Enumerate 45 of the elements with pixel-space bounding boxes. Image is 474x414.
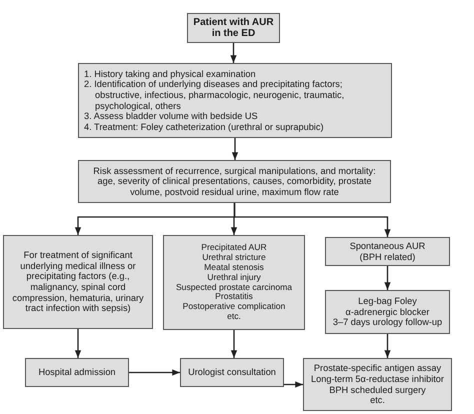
box-text: etc.: [227, 312, 241, 322]
box-text: Postoperative complication: [182, 302, 286, 312]
box-text: Prostatitis: [215, 292, 253, 302]
process-box: [78, 160, 391, 203]
box-text: Urethral injury: [207, 272, 261, 282]
arrow: [129, 369, 180, 376]
process-box: [25, 358, 129, 387]
arrow: [232, 138, 238, 160]
box-text: Leg-bag Foley: [358, 296, 417, 307]
box-text: Prostate-specific antigen assay: [314, 363, 442, 374]
box-text: For treatment of significant underlying medical illness or precipitating factors (e.g., malignancy, spinal cord compression, hematuria, urinary tract infection with sepsis): [11, 250, 145, 314]
process-box: [325, 290, 450, 334]
box-text: 2. Identification of underlying diseases and precipitating factors; obstructive, infectious, pharmacologic, neurogenic, traumatic, psychological, others: [84, 79, 346, 112]
arrow: [384, 266, 391, 290]
box-text: Suspected prostate carcinoma: [176, 282, 292, 292]
arrow: [230, 330, 238, 358]
arrow: [234, 203, 391, 237]
process-box: [325, 237, 450, 266]
box-text: Hospital admission: [38, 367, 116, 378]
arrow: [284, 381, 303, 388]
arrow: [384, 334, 391, 358]
process-box: [78, 63, 392, 138]
box-text: BPH scheduled surgery: [329, 384, 426, 396]
process-box: [187, 13, 280, 43]
box-text: (BPH related): [360, 252, 416, 262]
box-text: Urethral stricture: [202, 252, 266, 263]
box-text: 1. History taking and physical examination: [84, 68, 257, 80]
process-box: [163, 235, 305, 330]
box-text: α-adrenergic blocker: [346, 306, 430, 318]
box-text: 3–7 days urology follow-up: [332, 317, 442, 328]
box-text: Risk assessment of recurrence, surgical manipulations, and mortality: age, severity of clinical presentations, causes, comorbidity, prostate volume, postvoid residual urine, maximum flow rate: [92, 166, 377, 198]
box-text: Patient with AUR in the ED: [193, 16, 274, 40]
box-text: 4. Treatment: Foley catheterization (urethral or suprapubic): [84, 122, 324, 132]
arrow: [74, 329, 82, 358]
process-box: [303, 358, 452, 411]
box-text: Spontaneous AUR: [350, 240, 426, 252]
process-box: [180, 358, 284, 387]
box-text: 3. Assess bladder volume with bedside US: [84, 111, 259, 122]
process-box: [3, 235, 153, 329]
arrow: [230, 43, 237, 63]
box-text: Meatal stenosis: [204, 262, 264, 273]
box-text: Precipitated AUR: [201, 243, 267, 253]
box-text: Urologist consultation: [188, 367, 276, 378]
box-text: Long-term 5α-reductase inhibitor: [311, 374, 444, 384]
box-text: etc.: [370, 395, 385, 406]
